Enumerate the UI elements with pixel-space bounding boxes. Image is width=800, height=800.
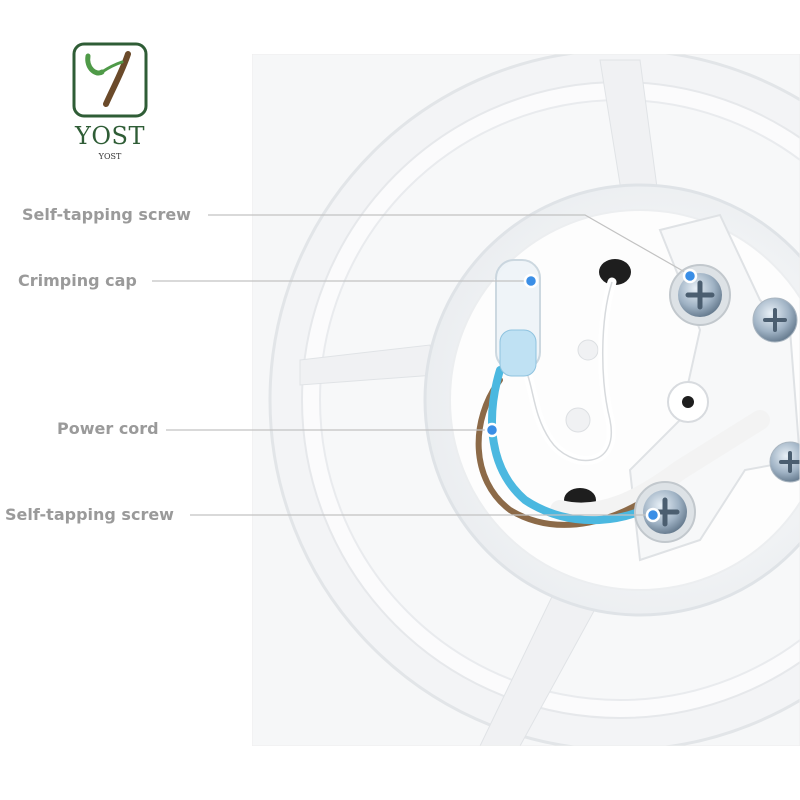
callout-label-power-cord: Power cord	[57, 419, 159, 438]
brand-logo-icon	[72, 42, 148, 118]
callout-label-screw-top: Self-tapping screw	[22, 205, 191, 224]
callout-label-crimping-cap: Crimping cap	[18, 271, 137, 290]
product-photo	[252, 54, 800, 746]
brand-name: YOST	[60, 122, 160, 150]
callout-label-screw-bottom: Self-tapping screw	[5, 505, 174, 524]
brand-subtitle: YOST	[60, 152, 160, 161]
